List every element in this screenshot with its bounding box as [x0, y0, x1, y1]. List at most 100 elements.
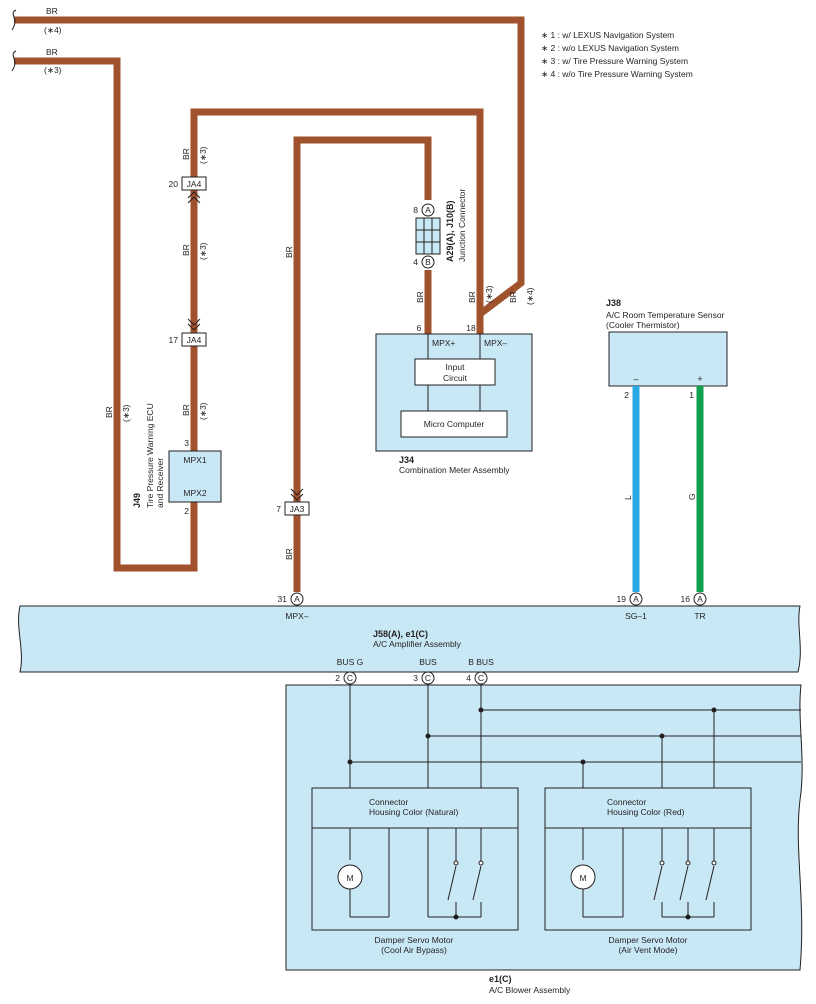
component-j34: 6 18 MPX+ MPX– Input Circuit Micro Compu…	[375, 323, 533, 475]
ja4-bottom-label: JA4	[187, 335, 202, 345]
amp-bus: BUS	[419, 657, 437, 667]
break-mark-second	[11, 50, 17, 72]
connector-ja4-top: JA4 20	[169, 176, 207, 204]
note-4: ∗ 4 : w/o Tire Pressure Warning System	[541, 69, 693, 79]
right-conn-line2: Housing Color (Red)	[607, 807, 685, 817]
label-br-left: BR	[104, 406, 114, 418]
right-conn-line1: Connector	[607, 797, 646, 807]
wire-br-ecu-junction	[190, 108, 484, 452]
j49-mpx2: MPX2	[183, 488, 206, 498]
ja4-top-label: JA4	[187, 179, 202, 189]
j49-name-line1: Tire Pressure Warning ECU	[145, 403, 155, 508]
component-amplifier: A 31 A 19 A 16 MPX– SG–1 TR J58(A), e1(C…	[18, 592, 801, 673]
blower-pin-4: 4	[466, 673, 471, 683]
ja3-chevron-1	[290, 488, 304, 496]
j38-name-line2: (Cooler Thermistor)	[606, 320, 680, 330]
junction-pin-8: 8	[413, 205, 418, 215]
amp-bus-g: BUS G	[337, 657, 363, 667]
junction-pin-a: A	[425, 205, 431, 215]
label-br-ja4-low: BR	[181, 404, 191, 416]
j38-minus: –	[633, 374, 638, 384]
sensor-wires: L G	[623, 386, 704, 592]
amp-tr: TR	[694, 611, 705, 621]
label-br-meter-6: BR	[415, 291, 425, 303]
j38-name-line1: A/C Room Temperature Sensor	[606, 310, 725, 320]
amp-sg1: SG–1	[625, 611, 647, 621]
left-switch-1	[447, 865, 457, 901]
amp-b-bus: B BUS	[468, 657, 494, 667]
note-1: ∗ 1 : w/ LEXUS Navigation System	[541, 30, 674, 40]
ja4-top-chevron-1	[187, 191, 201, 199]
ja4-bottom-chevron-1	[187, 318, 201, 326]
connector-ja3: JA3 7	[276, 488, 310, 516]
amp-pin-a-16: A	[697, 594, 703, 604]
label-br-amp-lower: BR	[284, 548, 294, 560]
label-wire-g: G	[687, 493, 697, 500]
label-br-amp-upper: BR	[284, 246, 294, 258]
wire-br-star3-ecu	[14, 57, 198, 572]
ja3-chevron-2	[290, 493, 304, 501]
ja4-top-chevron-2	[187, 196, 201, 204]
label-star4-wire: (∗4)	[525, 287, 535, 305]
blower-pin-2: 2	[335, 673, 340, 683]
blower-pin-c-2: C	[347, 673, 353, 683]
label-star4-top: (∗4)	[44, 25, 62, 35]
j34-name: Combination Meter Assembly	[399, 465, 510, 475]
j38-pin-1: 1	[689, 390, 694, 400]
amplifier-body	[18, 605, 801, 673]
label-star3-ja4-low: (∗3)	[198, 402, 208, 420]
amp-pin-a-19: A	[633, 594, 639, 604]
junction-code: A29(A), J10(B)	[445, 200, 455, 262]
j34-micro: Micro Computer	[424, 419, 485, 429]
component-j49: MPX1 MPX2 3 2 J49 Tire Pressure Warning …	[132, 403, 222, 516]
label-star3-ja4-top: (∗3)	[198, 146, 208, 164]
left-servo-line2: (Cool Air Bypass)	[381, 945, 447, 955]
servo-motor-cool-air-bypass: Connector Housing Color (Natural) M Damp…	[311, 787, 519, 955]
label-star3-ja4-mid: (∗3)	[198, 242, 208, 260]
right-motor-symbol: M	[579, 873, 586, 883]
j34-mpx-minus: MPX–	[484, 338, 507, 348]
amp-pin-31: 31	[278, 594, 288, 604]
j34-mpx-plus: MPX+	[432, 338, 455, 348]
ja3-label: JA3	[290, 504, 305, 514]
br-wires	[14, 16, 525, 592]
note-2: ∗ 2 : w/o LEXUS Navigation System	[541, 43, 679, 53]
left-motor-symbol: M	[346, 873, 353, 883]
j34-input-line1: Input	[446, 362, 466, 372]
connector-ja4-bottom: JA4 17	[169, 318, 207, 347]
j34-code: J34	[399, 455, 414, 465]
junction-connector: A 8 B 4 A29(A), J10(B) Junction Connecto…	[413, 189, 467, 269]
left-conn-line1: Connector	[369, 797, 408, 807]
left-conn-line2: Housing Color (Natural)	[369, 807, 458, 817]
wire-br-star4	[14, 16, 525, 334]
left-servo-line1: Damper Servo Motor	[375, 935, 454, 945]
component-j38: J38 A/C Room Temperature Sensor (Cooler …	[606, 298, 728, 400]
servo-motor-air-vent-mode: Connector Housing Color (Red) M Damper S…	[544, 787, 752, 955]
label-br-meter-18: BR	[467, 291, 477, 303]
junction-pin-b: B	[425, 257, 431, 267]
ja4-bottom-pin: 17	[169, 335, 179, 345]
amp-name: A/C Amplifier Assembly	[373, 639, 462, 649]
j49-code: J49	[132, 493, 142, 508]
label-star3-second: (∗3)	[44, 65, 62, 75]
break-mark-top	[11, 9, 17, 31]
blower-pin-c-4: C	[478, 673, 484, 683]
j38-pin-2: 2	[624, 390, 629, 400]
j49-name-line2: and Receiver	[155, 458, 165, 508]
label-br-star4-wire: BR	[508, 291, 518, 303]
amp-pin-16: 16	[681, 594, 691, 604]
amp-mpx-minus: MPX–	[285, 611, 308, 621]
blower-pin-c-3: C	[425, 673, 431, 683]
j49-pin-3: 3	[184, 438, 189, 448]
j34-input-line2: Circuit	[443, 373, 468, 383]
right-servo-line1: Damper Servo Motor	[609, 935, 688, 945]
blower-name: A/C Blower Assembly	[489, 985, 571, 995]
j38-plus: +	[697, 374, 702, 384]
label-br-second: BR	[46, 47, 58, 57]
notes-legend: ∗ 1 : w/ LEXUS Navigation System ∗ 2 : w…	[541, 30, 693, 79]
j38-code: J38	[606, 298, 621, 308]
right-switch-3	[705, 865, 715, 901]
wire-br-amp-mpx	[293, 136, 432, 592]
blower-pin-3: 3	[413, 673, 418, 683]
wire-break-marks	[11, 9, 17, 72]
